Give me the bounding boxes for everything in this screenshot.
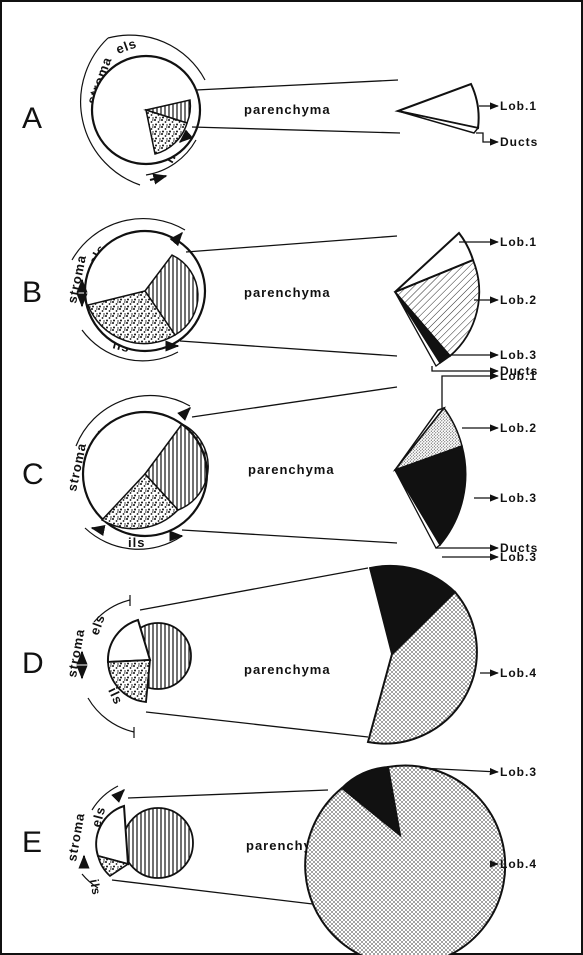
panel-d: D stroma els ils parenchyma Lob.3 Lob.4 xyxy=(22,550,537,744)
output-label-lob1: Lob.1 xyxy=(500,369,537,383)
panel-a: A stroma els ils parenchyma Lob.1 Ducts xyxy=(22,35,538,185)
connector-bottom xyxy=(192,127,400,133)
lob1-arrow xyxy=(442,376,498,408)
els-label: els xyxy=(87,612,108,637)
connector-top xyxy=(192,387,397,417)
els-arrow xyxy=(176,233,182,240)
connector-top xyxy=(128,790,328,798)
parenchyma-label: parenchyma xyxy=(244,285,331,300)
connector-top xyxy=(186,236,397,252)
panel-e-letter: E xyxy=(22,826,42,859)
stroma-label: stroma xyxy=(64,811,87,862)
output-label-lob3: Lob.3 xyxy=(500,550,537,564)
ils-label: ils xyxy=(87,878,104,897)
panel-c-letter: C xyxy=(22,458,44,491)
output-label-lob1: Lob.1 xyxy=(500,99,537,113)
ils-label: ils xyxy=(128,535,145,550)
panel-e: E stroma els ils parenchyma Lob.3 Lob.4 xyxy=(22,765,537,955)
stroma-label: stroma xyxy=(64,627,87,678)
panel-a-letter: A xyxy=(22,102,42,135)
ducts-arrow xyxy=(476,133,498,142)
output-label-lob3: Lob.3 xyxy=(500,765,537,779)
panel-b: B stroma els ils parenchyma Lob.1 Lob.2 … xyxy=(22,219,538,378)
panel-d-letter: D xyxy=(22,647,44,680)
parenchyma-label: parenchyma xyxy=(244,102,331,117)
output-wedge-lob4 xyxy=(305,766,505,955)
ducts-arrow xyxy=(432,366,498,371)
ils-arrow-left xyxy=(92,528,102,530)
panel-b-letter: B xyxy=(22,276,42,309)
els-arrow xyxy=(118,790,124,796)
output-label-lob2: Lob.2 xyxy=(500,421,537,435)
connector-top xyxy=(196,80,398,90)
output-label-lob3: Lob.3 xyxy=(500,348,537,362)
connector-bottom xyxy=(182,530,397,543)
connector-bottom xyxy=(146,712,368,737)
panel-c: C stroma els ils parenchyma Lob.1 Lob.2 … xyxy=(22,369,538,555)
parenchyma-circle xyxy=(123,808,193,878)
output-label-lob2: Lob.2 xyxy=(500,293,537,307)
output-label-lob4: Lob.4 xyxy=(500,857,537,871)
ils-arrow-left xyxy=(150,176,166,180)
els-label: els xyxy=(114,36,139,57)
connector-bottom xyxy=(180,341,397,356)
connector-top xyxy=(140,568,368,610)
parenchyma-label: parenchyma xyxy=(244,662,331,677)
output-label-lob1: Lob.1 xyxy=(500,235,537,249)
els-arrow xyxy=(184,408,190,414)
output-label-lob4: Lob.4 xyxy=(500,666,537,680)
parenchyma-label: parenchyma xyxy=(248,462,335,477)
output-label-ducts: Ducts xyxy=(500,135,538,149)
output-label-lob3: Lob.3 xyxy=(500,491,537,505)
